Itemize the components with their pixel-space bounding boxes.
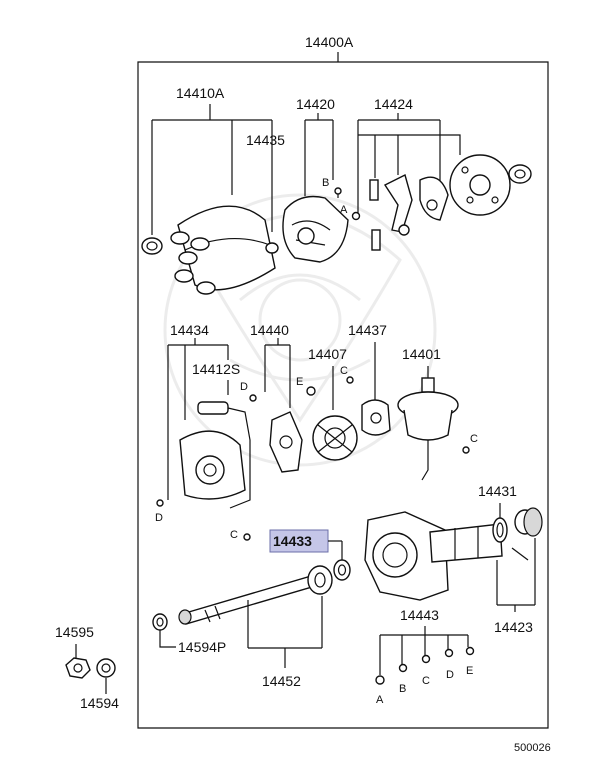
screw-b-bot: B bbox=[399, 683, 406, 695]
label-14594p[interactable]: 14594P bbox=[178, 639, 226, 655]
diagram-id: 500026 bbox=[514, 742, 551, 754]
screw-c-mid: C bbox=[340, 365, 348, 377]
label-14594[interactable]: 14594 bbox=[80, 695, 119, 711]
screw-e-mid-part bbox=[306, 386, 316, 396]
label-14424[interactable]: 14424 bbox=[374, 96, 413, 112]
distributor-rotor bbox=[282, 195, 349, 263]
distributor-cap bbox=[170, 205, 279, 295]
gear-pin bbox=[511, 547, 529, 561]
breaker-arm bbox=[383, 173, 413, 236]
housing-bolts bbox=[375, 646, 475, 685]
screw-a-top-part bbox=[351, 211, 361, 221]
distributor-shaft bbox=[178, 565, 333, 625]
vacuum-advancer bbox=[397, 377, 459, 481]
signal-rotor bbox=[269, 411, 303, 473]
nut-washer bbox=[96, 658, 116, 678]
label-14440[interactable]: 14440 bbox=[250, 322, 289, 338]
leader-14423 bbox=[496, 538, 536, 612]
shaft-nut bbox=[65, 657, 91, 679]
drive-gear bbox=[514, 507, 543, 537]
label-14437[interactable]: 14437 bbox=[348, 322, 387, 338]
label-14443[interactable]: 14443 bbox=[400, 607, 439, 623]
shaft-washer-14594p bbox=[152, 613, 168, 631]
label-14401[interactable]: 14401 bbox=[402, 346, 441, 362]
contact-point-upper bbox=[369, 179, 379, 201]
screw-d-low-part bbox=[156, 499, 164, 507]
screw-c-bot: C bbox=[422, 675, 430, 687]
label-14433[interactable]: 14433 bbox=[273, 533, 312, 549]
vacuum-gasket bbox=[361, 399, 391, 436]
pickup-coil-assembly bbox=[179, 401, 251, 509]
screw-e-mid: E bbox=[296, 376, 303, 388]
watermark-emblem bbox=[163, 193, 437, 467]
screw-b-top-part bbox=[334, 187, 342, 198]
screw-d-mid: D bbox=[240, 381, 248, 393]
assembly-frame bbox=[137, 61, 549, 729]
governor-assembly bbox=[312, 415, 358, 461]
label-14434[interactable]: 14434 bbox=[170, 322, 209, 338]
screw-b-top: B bbox=[322, 177, 329, 189]
screw-e-bot: E bbox=[466, 665, 473, 677]
leader-14594p bbox=[159, 630, 176, 648]
housing-oring bbox=[492, 517, 508, 543]
screw-c-low: C bbox=[230, 529, 238, 541]
label-14400a[interactable]: 14400A bbox=[305, 34, 354, 50]
label-14420[interactable]: 14420 bbox=[296, 96, 335, 112]
advance-plate bbox=[449, 154, 511, 216]
label-14595[interactable]: 14595 bbox=[55, 624, 94, 640]
label-14412s[interactable]: 14412S bbox=[192, 361, 240, 377]
leader-14420 bbox=[304, 113, 334, 196]
breaker-plate bbox=[419, 176, 449, 221]
screw-c-mid-part bbox=[346, 376, 354, 384]
leader-14443 bbox=[379, 626, 469, 675]
screw-c-right-part bbox=[462, 446, 470, 454]
leader-14410a bbox=[151, 104, 273, 235]
screw-d-low: D bbox=[155, 512, 163, 524]
label-14431[interactable]: 14431 bbox=[478, 483, 517, 499]
leader-14424 bbox=[357, 113, 461, 214]
contact-point-lower bbox=[371, 229, 381, 251]
label-14410a[interactable]: 14410A bbox=[176, 85, 225, 101]
label-14435[interactable]: 14435 bbox=[246, 132, 285, 148]
label-14423[interactable]: 14423 bbox=[494, 619, 533, 635]
bearing-ring bbox=[508, 164, 532, 184]
leader-14440 bbox=[264, 338, 291, 408]
screw-a-top: A bbox=[340, 204, 348, 216]
screw-c-low-part bbox=[243, 533, 251, 541]
leader-14434 bbox=[167, 338, 229, 500]
leader-14452 bbox=[247, 596, 323, 668]
shaft-washer-14433 bbox=[333, 559, 351, 581]
cap-seal-ring bbox=[141, 237, 163, 255]
screw-d-mid-part bbox=[249, 394, 257, 402]
screw-d-bot: D bbox=[446, 669, 454, 681]
label-14407[interactable]: 14407 bbox=[308, 346, 347, 362]
distributor-housing bbox=[364, 511, 503, 601]
screw-c-right: C bbox=[470, 433, 478, 445]
screw-a-bot: A bbox=[376, 694, 384, 706]
label-14452[interactable]: 14452 bbox=[262, 673, 301, 689]
